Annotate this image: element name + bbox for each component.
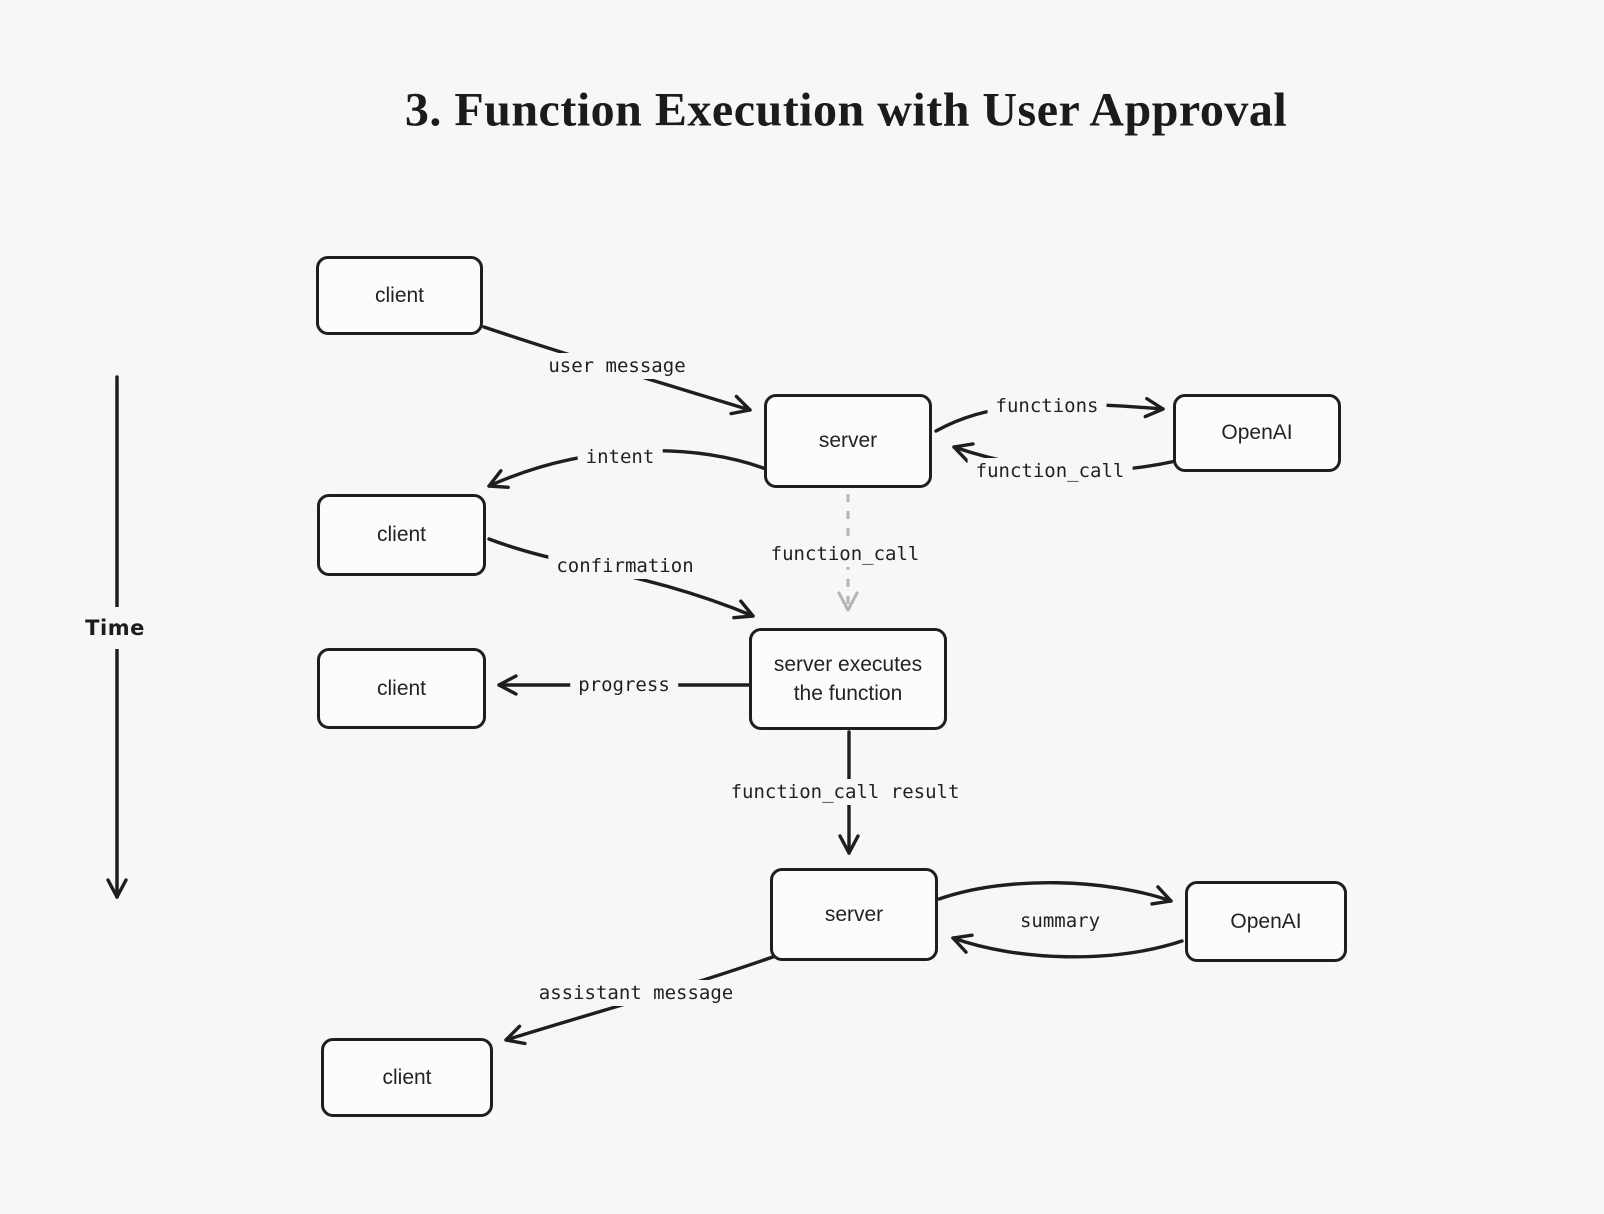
node-client-3: client: [317, 648, 486, 729]
edge-label-confirmation: confirmation: [548, 553, 702, 579]
edge-summary-back-line: [951, 933, 1184, 959]
edge-label-function-call-result: function_call result: [722, 779, 968, 805]
node-server-2: server: [770, 868, 938, 961]
edge-label-functions: functions: [987, 393, 1107, 419]
node-client-2: client: [317, 494, 486, 576]
page-title: 3. Function Execution with User Approval: [404, 83, 1288, 137]
node-client-4: client: [321, 1038, 493, 1117]
edge-label-user-message: user message: [540, 353, 694, 379]
time-axis-label: Time: [81, 607, 149, 649]
edge-label-intent: intent: [577, 444, 663, 470]
node-openai-2: OpenAI: [1185, 881, 1347, 962]
node-client-1: client: [316, 256, 483, 335]
edge-label-summary: summary: [1011, 908, 1109, 934]
edge-label-function-call-internal: function_call: [762, 541, 928, 567]
node-server-executes: server executes the function: [749, 628, 947, 730]
node-openai-1: OpenAI: [1173, 394, 1341, 472]
edge-label-progress: progress: [570, 672, 678, 698]
edge-summary-forward-line: [937, 881, 1173, 906]
node-server-1: server: [764, 394, 932, 488]
edge-label-function-call-return: function_call: [967, 458, 1133, 484]
edge-label-assistant-message: assistant message: [530, 980, 742, 1006]
